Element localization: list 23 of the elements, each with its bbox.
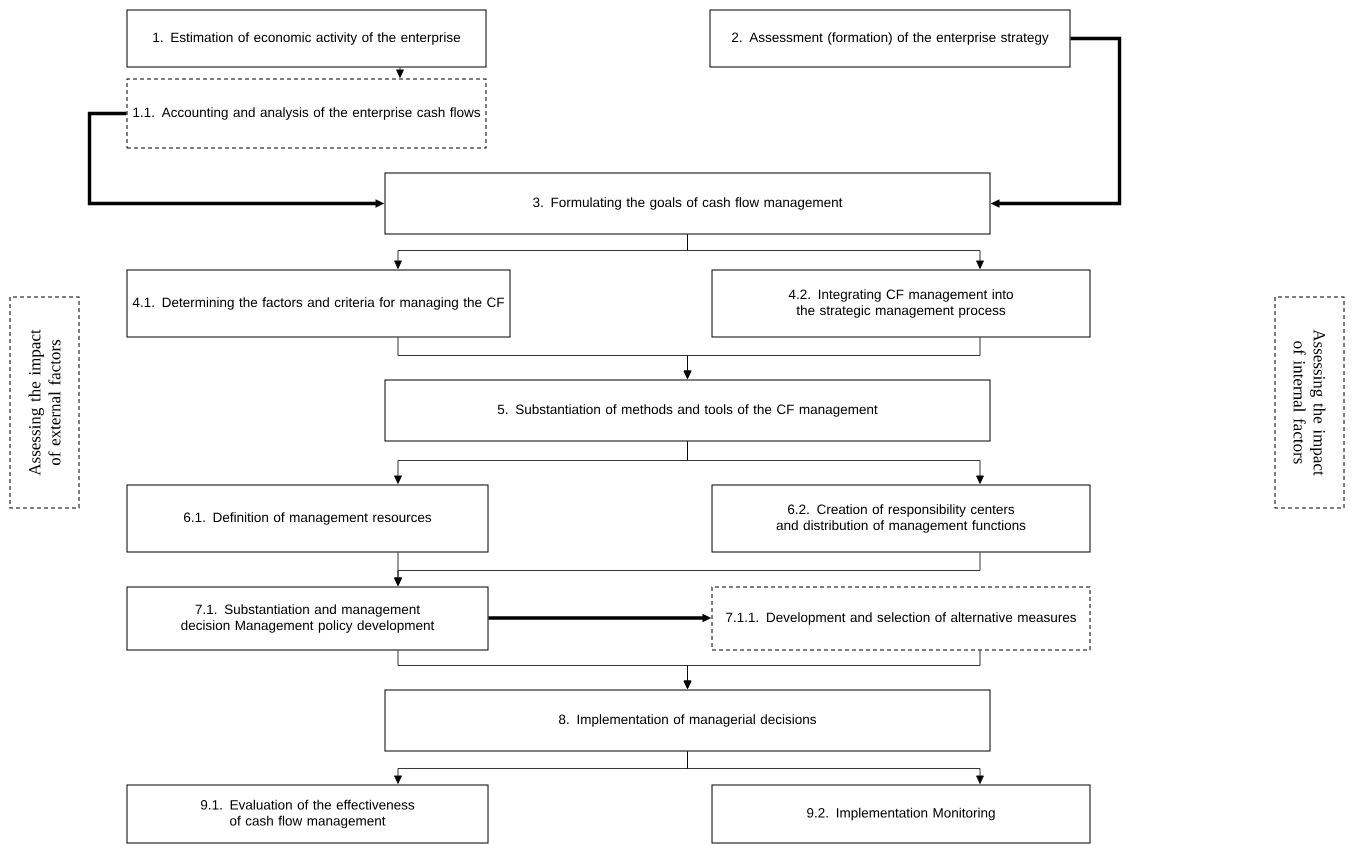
process-box: 1. Estimation of economic activity of the enterprise [126, 9, 487, 68]
process-box: 7.1. Substantiation and management decision Management policy development [126, 586, 489, 651]
side-note-box: Assessing the impact of external factors [9, 296, 80, 509]
process-box: 3. Formulating the goals of cash flow management [384, 172, 991, 235]
side-note-box: Assessing the impact of internal factors [1274, 296, 1345, 509]
process-box: 9.1. Evaluation of the effectiveness of cash flow management [126, 784, 489, 844]
process-box: 2. Assessment (formation) of the enterprise strategy [709, 9, 1071, 68]
process-box: 8. Implementation of managerial decisions [384, 689, 991, 752]
process-box: 4.1. Determining the factors and criteria for managing the CF [126, 269, 511, 338]
arrow [687, 751, 984, 784]
process-box: 6.2. Creation of responsibility centers and distribution of management functions [711, 484, 1091, 553]
dashed-process-box: 7.1.1. Development and selection of alternative measures [711, 586, 1091, 651]
arrow [687, 441, 984, 484]
process-box: 9.2. Implementation Monitoring [711, 784, 1091, 844]
process-box: 4.2. Integrating CF management into the strategic management process [711, 269, 1091, 338]
arrow [683, 337, 981, 379]
arrow [687, 234, 984, 269]
arrow [394, 552, 981, 586]
process-box: 5. Substantiation of methods and tools of the CF management [384, 379, 991, 442]
process-box: 6.1. Definition of management resources [126, 484, 489, 553]
dashed-process-box: 1.1. Accounting and analysis of the enterprise cash flows [126, 78, 487, 149]
arrow [396, 67, 404, 78]
arrow [683, 650, 981, 689]
